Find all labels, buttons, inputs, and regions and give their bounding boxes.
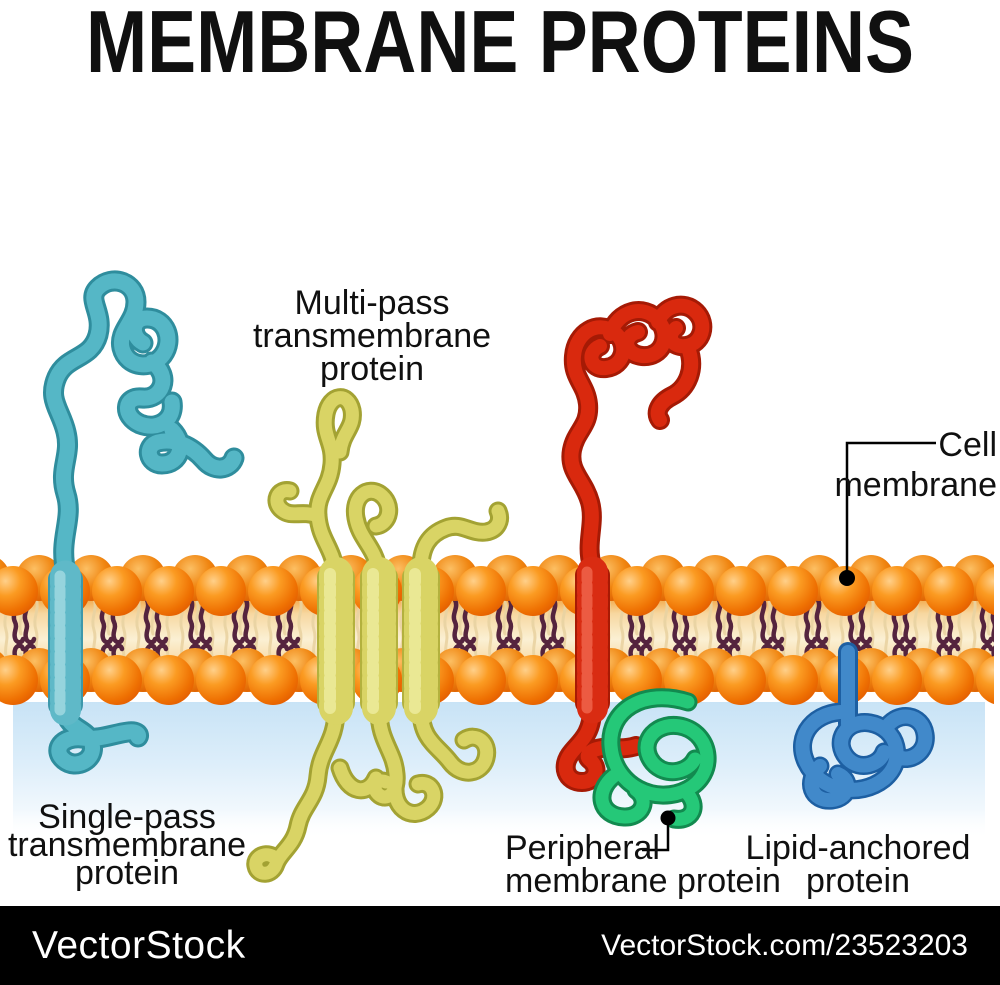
pointer-dot <box>839 570 855 586</box>
watermark-brand: VectorStock <box>32 924 246 967</box>
pointer-dot <box>660 810 676 826</box>
label-peripheral: Peripheral membrane protein <box>505 829 781 900</box>
multi-pass-transmembrane-protein <box>246 388 509 883</box>
multi-pass-helices <box>317 557 440 725</box>
red-protein-helix <box>575 556 610 724</box>
label-line: protein <box>320 350 424 388</box>
label-line: Cell <box>938 426 997 464</box>
label-line: protein <box>806 862 910 900</box>
label-line: Lipid-anchored <box>746 829 971 867</box>
label-line: protein <box>75 854 179 892</box>
page-title: MEMBRANE PROTEINS <box>86 0 914 91</box>
watermark-credit: VectorStock.com/23523203 <box>601 929 968 962</box>
peripheral-pointer <box>642 810 676 852</box>
label-line: transmembrane <box>253 317 491 355</box>
lipid-heads-top <box>0 552 994 618</box>
cell-membrane-pointer <box>839 441 936 586</box>
lipid-anchored-protein <box>793 642 935 810</box>
lipid-heads-bottom <box>0 648 994 708</box>
label-line: transmembrane <box>8 826 246 864</box>
label-line: membrane protein <box>505 862 781 900</box>
label-line: Single-pass <box>38 798 216 836</box>
single-pass-helix <box>48 560 83 726</box>
label-line: membrane <box>834 466 997 504</box>
watermark-background <box>0 906 1000 985</box>
peripheral-membrane-protein <box>592 688 717 829</box>
cell-membrane-bilayer <box>0 552 994 708</box>
single-pass-transmembrane-protein <box>43 270 245 775</box>
label-line: Multi-pass <box>295 284 450 322</box>
watermark-bar: VectorStock VectorStock.com/23523203 <box>0 906 1000 985</box>
label-multi-pass: Multi-pass transmembrane protein <box>253 284 491 388</box>
label-cell-membrane: Cell membrane <box>834 426 997 504</box>
label-line: Peripheral <box>505 829 660 867</box>
label-single-pass: Single-pass transmembrane protein <box>8 798 246 892</box>
label-lipid-anchored: Lipid-anchored protein <box>746 829 971 900</box>
